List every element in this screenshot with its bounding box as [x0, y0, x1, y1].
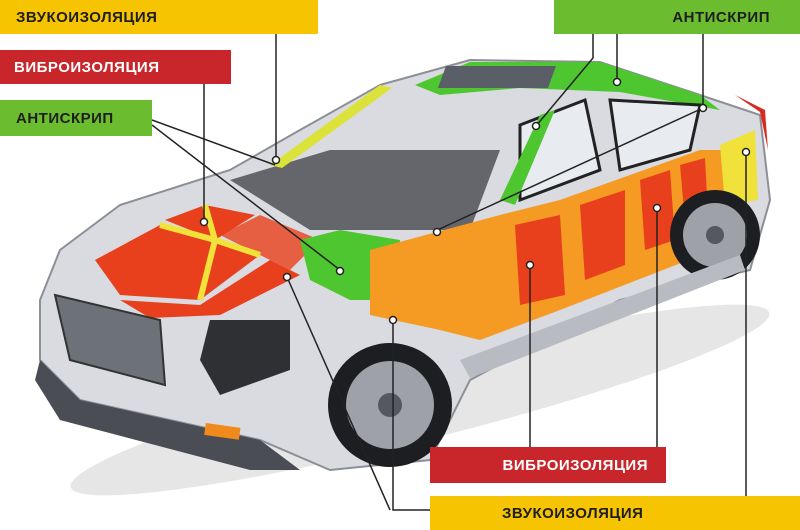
front-wheel — [328, 343, 452, 467]
hood-vibro-zone — [95, 204, 320, 318]
label-vibro-top-left: ВИБРОИЗОЛЯЦИЯ — [0, 50, 231, 84]
label-squeak-top-right: АНТИСКРИП — [554, 0, 800, 34]
label-text: ЗВУКОИЗОЛЯЦИЯ — [16, 8, 158, 26]
label-text: ЗВУКОИЗОЛЯЦИЯ — [502, 504, 644, 522]
label-vibro-bottom: ВИБРОИЗОЛЯЦИЯ — [430, 447, 666, 483]
label-text: ВИБРОИЗОЛЯЦИЯ — [14, 58, 160, 76]
label-squeak-top-left: АНТИСКРИП — [0, 100, 152, 136]
label-text: АНТИСКРИП — [672, 8, 770, 26]
label-sound-bottom: ЗВУКОИЗОЛЯЦИЯ — [430, 496, 800, 530]
leader-lines — [151, 34, 747, 511]
label-sound-top-left: ЗВУКОИЗОЛЯЦИЯ — [0, 0, 318, 34]
label-text: АНТИСКРИП — [16, 109, 114, 127]
label-text: ВИБРОИЗОЛЯЦИЯ — [502, 456, 648, 474]
leader-dots — [199, 77, 751, 325]
